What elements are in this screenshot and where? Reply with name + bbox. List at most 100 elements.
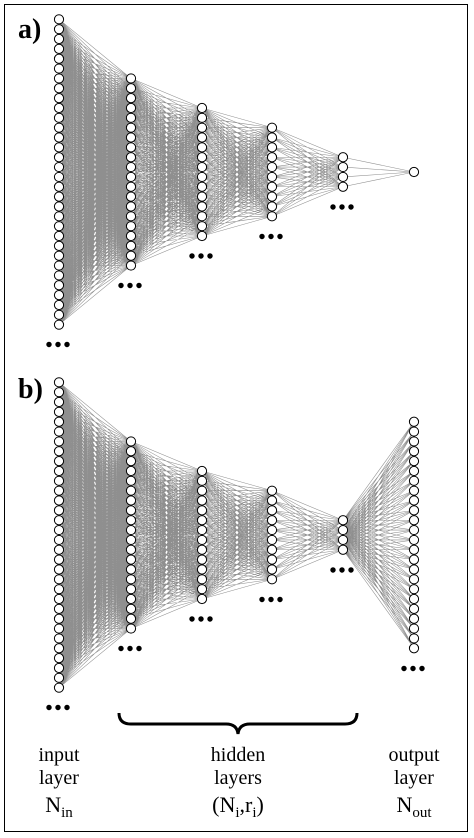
neuron <box>337 544 349 555</box>
input-caption-line2: layer <box>39 767 79 789</box>
neuron <box>53 290 65 301</box>
neuron <box>125 93 137 104</box>
neuron <box>125 201 137 212</box>
neuron <box>337 171 349 183</box>
neuron <box>266 544 278 555</box>
neuron <box>196 495 208 506</box>
neuron <box>53 584 65 595</box>
hidden-symbol-sub2: i <box>252 805 256 821</box>
neuron <box>337 524 349 536</box>
neuron <box>196 554 208 565</box>
neuron <box>196 564 208 575</box>
panel-b-edges <box>58 382 415 688</box>
neuron <box>53 299 65 311</box>
neuron <box>53 24 65 35</box>
neuron <box>196 475 208 486</box>
neuron <box>125 122 137 133</box>
neuron <box>408 603 420 614</box>
hidden-caption-line1: hidden <box>211 744 265 766</box>
neuron <box>53 14 65 25</box>
neuron <box>53 426 65 437</box>
hidden-symbol-sub1: i <box>235 805 239 821</box>
neuron <box>337 152 349 163</box>
neuron <box>53 475 65 486</box>
neuron <box>53 112 65 123</box>
neuron <box>53 43 65 54</box>
neuron <box>53 554 65 565</box>
neuron <box>53 643 65 654</box>
neuron <box>196 505 208 516</box>
neuron <box>53 416 65 427</box>
neuron <box>196 132 208 143</box>
ellipsis-layer-1: ••• <box>45 335 72 357</box>
neuron <box>53 33 65 45</box>
neuron <box>408 436 420 447</box>
ellipsis-layer-2: ••• <box>117 639 144 661</box>
neuron <box>53 593 65 605</box>
neuron <box>125 211 137 222</box>
neuron <box>125 142 137 153</box>
neuron <box>408 416 420 427</box>
neuron <box>408 593 420 605</box>
output-symbol: Nout <box>396 792 432 821</box>
connections-layer-5-to-6 <box>342 421 415 649</box>
neuron <box>196 102 208 114</box>
neuron <box>196 574 208 585</box>
neuron <box>125 73 137 84</box>
input-layer-caption: input layer Nin <box>38 744 80 821</box>
neuron <box>53 161 65 173</box>
neuron <box>53 446 65 457</box>
neuron <box>53 515 65 526</box>
panel-a: a) ••••••••••••••• <box>18 14 420 357</box>
neuron <box>408 554 420 565</box>
neuron <box>125 240 137 251</box>
panel-a-edges <box>58 19 415 325</box>
ellipsis-layer-4: ••• <box>258 589 285 611</box>
neuron <box>408 485 420 496</box>
neuron <box>53 201 65 212</box>
neuron <box>408 643 420 654</box>
neuron <box>408 465 420 477</box>
neuron <box>266 524 278 536</box>
neuron <box>408 544 420 555</box>
connections-layer-4-to-5 <box>271 127 344 217</box>
neuron <box>125 623 137 634</box>
neuron <box>266 142 278 153</box>
neuron <box>266 201 278 212</box>
neuron <box>196 112 208 123</box>
neuron <box>196 524 208 536</box>
panel-b-ellipses: •••••••••••••••••• <box>45 560 425 720</box>
neuron <box>408 534 420 546</box>
connections-layer-2-to-3 <box>130 78 203 266</box>
neuron <box>408 495 420 506</box>
neuron <box>125 83 137 94</box>
input-symbol: Nin <box>45 792 73 821</box>
neuron <box>196 485 208 496</box>
panel-a-label: a) <box>18 14 41 45</box>
neuron <box>125 534 137 546</box>
neuron <box>53 260 65 271</box>
neuron <box>266 211 278 222</box>
neuron <box>53 132 65 143</box>
neuron <box>408 446 420 457</box>
neuron <box>125 515 137 526</box>
connections-layer-5-to-6 <box>342 156 415 188</box>
neuron <box>266 171 278 183</box>
neuron <box>53 230 65 242</box>
neuron <box>125 505 137 516</box>
ellipsis-layer-5: ••• <box>329 560 356 582</box>
neuron <box>125 161 137 173</box>
neuron <box>196 534 208 546</box>
neuron <box>125 574 137 585</box>
neuron <box>125 102 137 114</box>
neuron <box>53 152 65 163</box>
panel-b: b) •••••••••••••••••• <box>18 374 426 720</box>
neuron <box>53 122 65 133</box>
neuron <box>53 309 65 320</box>
neuron <box>125 152 137 163</box>
neuron <box>196 161 208 173</box>
neuron <box>53 456 65 467</box>
neuron <box>125 475 137 486</box>
neuron <box>408 456 420 467</box>
